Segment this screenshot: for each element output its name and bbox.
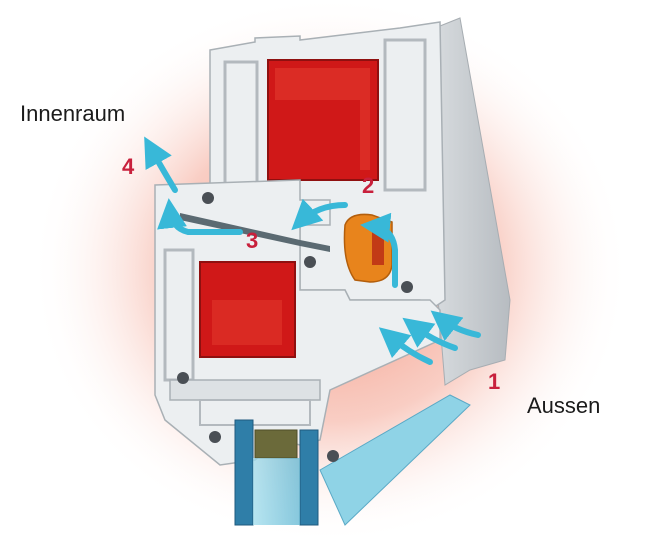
chamber-wall [169,379,321,401]
glass-cavity [253,458,300,525]
air-arrow-outside-2 [402,317,458,351]
chamber-wall [383,38,427,192]
chamber-wall [199,399,311,426]
glass-pane-outer [319,394,471,526]
step-number-2: 2 [362,173,374,198]
drainage-channel [180,213,330,252]
gasket [343,213,393,283]
air-arrow-up [360,212,398,288]
air-arrow-outside-3 [378,327,433,365]
glass-spacer [254,429,298,459]
step-number-4: 4 [122,154,135,179]
glass-pane-outer-edge [299,429,319,526]
air-arrow-step-4 [144,136,178,193]
glass-pane-inner [234,419,254,526]
seal-lips [177,192,413,462]
airflow-arrows [144,136,481,365]
label-outside: Aussen [527,393,601,418]
step-number-3: 3 [246,228,258,253]
steel-core-lower-inner [212,300,282,345]
steel-core-upper-inner [275,68,370,170]
air-arrow-step-3 [157,198,243,235]
label-inside: Innenraum [20,101,126,126]
air-arrow-step-2 [291,198,348,231]
air-arrow-outside-1 [430,310,481,341]
step-number-1: 1 [488,369,500,394]
